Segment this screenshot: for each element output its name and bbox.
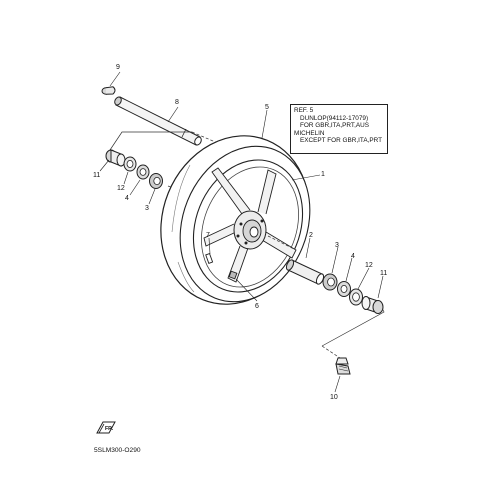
callout-12-left: 12	[117, 185, 125, 192]
part-10-pinch-bolt	[335, 357, 351, 375]
part-11-right-collar	[361, 296, 384, 314]
front-tag-label: FR.	[105, 426, 114, 432]
ref-note-line-3: FOR GBR,ITA,PRT,AUS	[300, 122, 370, 130]
ref-note-line-4: MICHELIN	[294, 129, 325, 137]
leader-lines	[99, 71, 384, 393]
part-2-spacer	[285, 259, 325, 285]
callout-6: 6	[255, 303, 259, 310]
part-3-left-bearing	[149, 173, 163, 189]
part-6-balance-weight	[228, 270, 238, 280]
part-11-left-collar	[105, 149, 126, 167]
callout-4-left: 4	[125, 195, 129, 202]
reference-note-box: REF. 5 DUNLOP(94112-17079) FOR GBR,ITA,P…	[290, 104, 388, 154]
part-9-axle-cap	[101, 86, 116, 95]
ref-note-line-2: DUNLOP(94112-17079)	[300, 114, 369, 122]
callout-labels: 9 8 5 1 2 3 4 12 11 11 12 4 3 7 6 10	[93, 64, 387, 401]
ref-note-line-1: REF. 5	[294, 107, 314, 114]
callout-7: 7	[206, 232, 210, 239]
part-8-front-axle	[114, 96, 202, 146]
callout-5: 5	[265, 104, 269, 111]
front-arrow-icon: FR.	[96, 421, 116, 434]
part-3-right-bearing	[322, 273, 338, 291]
callout-12-right: 12	[365, 262, 373, 269]
part-12-left-oil-seal	[123, 156, 137, 172]
callout-4-right: 4	[351, 253, 355, 260]
part-7-valve	[205, 252, 214, 264]
callout-1: 1	[321, 171, 325, 178]
part-12-right-oil-seal	[349, 288, 363, 306]
part-4-left-bearing	[136, 164, 150, 180]
part-4-right-bearing	[337, 281, 351, 297]
callout-10: 10	[330, 394, 338, 401]
callout-11-right: 11	[380, 270, 387, 277]
diagram-code: 5SLM300-O290	[94, 447, 141, 454]
callout-3-left: 3	[145, 205, 149, 212]
callout-11-left: 11	[93, 172, 100, 179]
ref-note-line-5: EXCEPT FOR GBR,ITA,PRT	[300, 137, 383, 145]
part-1-cast-wheel	[192, 159, 304, 293]
callout-8: 8	[175, 99, 179, 106]
callout-9: 9	[116, 64, 120, 71]
callout-2: 2	[309, 232, 313, 239]
callout-3-right: 3	[335, 242, 339, 249]
